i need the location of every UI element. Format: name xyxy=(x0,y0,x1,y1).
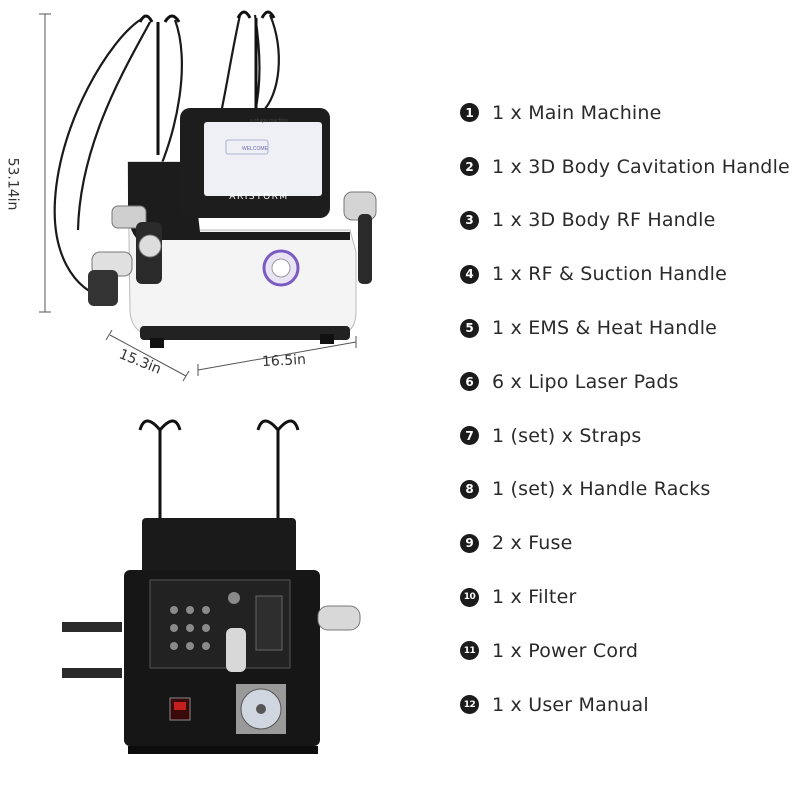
brand-logo-text: ARISTORM xyxy=(229,192,289,202)
item-text: 1 (set) x Straps xyxy=(492,424,642,447)
item-number-badge: 7 xyxy=(460,426,479,446)
item-text: 6 x Lipo Laser Pads xyxy=(492,370,679,393)
item-number-badge: 8 xyxy=(460,479,479,499)
machine-front-image xyxy=(39,10,377,382)
item-text: 1 x User Manual xyxy=(492,693,649,716)
list-item: 4 1 x RF & Suction Handle xyxy=(460,247,800,301)
height-dimension-label: 53.14in xyxy=(4,157,21,211)
rear-port-panel xyxy=(255,595,283,651)
list-item: 1 1 x Main Machine xyxy=(460,86,800,140)
item-text: 1 x RF & Suction Handle xyxy=(492,263,728,286)
item-number-badge: 4 xyxy=(460,264,479,284)
list-item: 2 1 x 3D Body Cavitation Handle xyxy=(460,140,800,194)
item-number-badge: 12 xyxy=(460,695,479,715)
item-number-badge: 9 xyxy=(460,533,479,553)
rear-filter xyxy=(226,628,246,672)
machine-rear-image xyxy=(62,419,361,754)
touch-screen xyxy=(204,122,322,196)
item-text: 2 x Fuse xyxy=(492,532,573,555)
list-item: 6 6 x Lipo Laser Pads xyxy=(460,355,800,409)
list-item: 3 1 x 3D Body RF Handle xyxy=(460,194,800,248)
item-text: 1 x 3D Body RF Handle xyxy=(492,209,716,232)
height-dimension-line xyxy=(39,13,51,313)
rear-side-handles xyxy=(62,605,361,678)
item-text: 1 (set) x Handle Racks xyxy=(492,478,711,501)
depth-dimension-line xyxy=(105,329,190,382)
list-item: 7 1 (set) x Straps xyxy=(460,409,800,463)
item-number-badge: 5 xyxy=(460,318,479,338)
width-dimension-line xyxy=(197,336,357,376)
list-item: 12 1 x User Manual xyxy=(460,678,800,732)
item-text: 1 x Filter xyxy=(492,586,577,609)
list-item: 8 1 (set) x Handle Racks xyxy=(460,463,800,517)
item-number-badge: 2 xyxy=(460,157,479,177)
right-handles xyxy=(343,191,377,284)
left-handles xyxy=(88,205,162,306)
list-item: 10 1 x Filter xyxy=(460,570,800,624)
rear-screen-back xyxy=(142,518,296,580)
package-contents-list: 1 1 x Main Machine 2 1 x 3D Body Cavitation… xyxy=(460,86,800,732)
item-number-badge: 6 xyxy=(460,372,479,392)
item-number-badge: 10 xyxy=(460,587,479,607)
list-item: 5 1 x EMS & Heat Handle xyxy=(460,301,800,355)
item-text: 1 x Main Machine xyxy=(492,101,662,124)
item-text: 1 x Power Cord xyxy=(492,639,639,662)
screen-header-text: s-shape machine xyxy=(250,118,289,124)
list-item: 11 1 x Power Cord xyxy=(460,624,800,678)
list-item: 9 2 x Fuse xyxy=(460,516,800,570)
handle-rack-hooks xyxy=(138,10,276,155)
cooling-fan xyxy=(236,684,286,734)
item-number-badge: 11 xyxy=(460,641,479,661)
item-text: 1 x 3D Body Cavitation Handle xyxy=(492,155,790,178)
item-number-badge: 3 xyxy=(460,210,479,230)
machine-base xyxy=(140,326,350,340)
screen-welcome-text: WELCOME xyxy=(242,146,268,152)
item-text: 1 x EMS & Heat Handle xyxy=(492,317,718,340)
rear-ports xyxy=(170,592,240,650)
width-dimension-label: 16.5in xyxy=(261,351,307,371)
item-number-badge: 1 xyxy=(460,103,479,123)
